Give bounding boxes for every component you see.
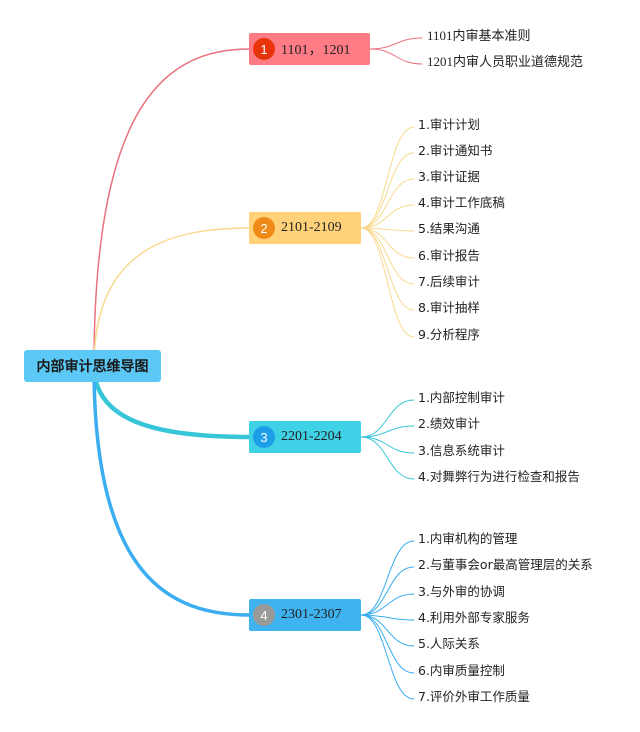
leaf-connector — [369, 37, 423, 50]
leaf-item[interactable]: 4.审计工作底稿 — [418, 195, 505, 210]
leaf-item[interactable]: 1201内审人员职业道德规范 — [427, 54, 584, 69]
leaf-item[interactable]: 5.人际关系 — [418, 636, 480, 651]
leaf-item[interactable]: 2.与董事会or最高管理层的关系 — [418, 557, 593, 572]
branch-label-2: 2101-2109 — [281, 220, 342, 235]
leaf-connector — [360, 204, 415, 229]
root-label: 内部审计思维导图 — [36, 359, 149, 375]
leaf-connector — [360, 227, 415, 338]
leaf-connector — [360, 436, 415, 454]
number-badge-4-icon: 4 — [253, 604, 275, 626]
leaf-connector — [360, 566, 415, 616]
leaf-connector — [360, 425, 415, 438]
leaf-connector — [360, 593, 415, 616]
leaf-item[interactable]: 4.对舞弊行为进行检查和报告 — [418, 469, 580, 484]
leaf-item[interactable]: 7.后续审计 — [418, 274, 480, 289]
leaf-item[interactable]: 3.审计证据 — [418, 169, 480, 184]
branch-label-1: 1101，1201 — [281, 43, 351, 58]
leaf-connector — [369, 48, 423, 65]
leaf-connector — [360, 436, 415, 480]
leaf-item[interactable]: 2.审计通知书 — [418, 143, 493, 158]
root-node[interactable]: 内部审计思维导图 — [24, 350, 161, 382]
leaf-item[interactable]: 1101内审基本准则 — [427, 28, 531, 43]
leaf-item[interactable]: 5.结果沟通 — [418, 221, 480, 236]
leaf-item[interactable]: 6.内审质量控制 — [418, 663, 505, 678]
leaf-item[interactable]: 1.内部控制审计 — [418, 390, 505, 405]
leaf-connector — [360, 126, 415, 229]
leaf-connector — [360, 614, 415, 700]
root-connector — [92, 364, 252, 617]
leaf-connector — [360, 614, 415, 674]
leaf-item[interactable]: 9.分析程序 — [418, 327, 480, 342]
leaf-connector — [360, 227, 415, 311]
leaf-item[interactable]: 4.利用外部专家服务 — [418, 610, 530, 625]
leaf-item[interactable]: 3.与外审的协调 — [418, 584, 505, 599]
branch-label-4: 2301-2307 — [281, 607, 342, 622]
root-connector — [93, 227, 251, 367]
branch-node-1[interactable]: 1 1101，1201 — [249, 33, 370, 65]
root-connector — [91, 363, 253, 440]
leaf-item[interactable]: 7.评价外审工作质量 — [418, 689, 530, 704]
leaf-connector — [360, 614, 415, 647]
number-badge-1-icon: 1 — [253, 38, 275, 60]
leaf-item[interactable]: 2.绩效审计 — [418, 416, 480, 431]
leaf-item[interactable]: 1.内审机构的管理 — [418, 531, 518, 546]
leaf-connector — [360, 178, 415, 229]
leaf-item[interactable]: 6.审计报告 — [418, 248, 480, 263]
branch-node-2[interactable]: 2 2101-2109 — [249, 212, 361, 244]
leaf-connector — [360, 227, 415, 259]
leaf-item[interactable]: 8.审计抽样 — [418, 300, 480, 315]
leaf-item[interactable]: 1.审计计划 — [418, 117, 480, 132]
branch-node-3[interactable]: 3 2201-2204 — [249, 421, 361, 453]
branch-node-4[interactable]: 4 2301-2307 — [249, 599, 361, 631]
leaf-connector — [360, 540, 415, 616]
root-connector — [93, 48, 251, 367]
leaf-connector — [360, 152, 415, 229]
leaf-item[interactable]: 3.信息系统审计 — [418, 443, 505, 458]
number-badge-3-icon: 3 — [253, 426, 275, 448]
leaf-connector — [360, 399, 415, 438]
number-badge-2-icon: 2 — [253, 217, 275, 239]
branch-label-3: 2201-2204 — [281, 429, 342, 444]
leaf-connector — [360, 227, 415, 285]
